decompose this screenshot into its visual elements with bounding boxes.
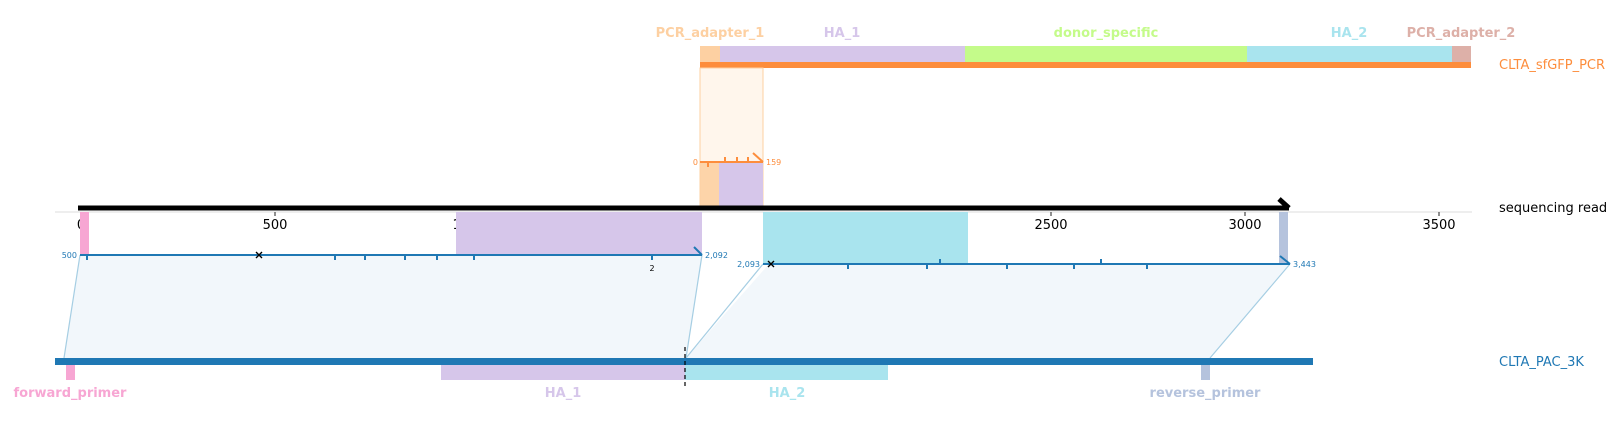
top-target-bar: [700, 62, 1471, 68]
read-feature-pcr-adapter-1: [700, 162, 719, 208]
projection-edge: [685, 254, 703, 359]
target-label-top: CLTA_sfGFP_PCR: [1499, 58, 1605, 73]
top-alignment-end-label: 159: [766, 158, 781, 167]
feature-label-ha-1-bottom: HA_1: [545, 386, 582, 401]
bottom-alignment-2-start-label: 2,093: [737, 260, 760, 269]
deletion-marker: [255, 251, 263, 259]
feature-label-ha-2-top: HA_2: [1331, 26, 1368, 41]
feature-bar-donor-specific: [965, 46, 1247, 62]
bottom-alignment-1-insertion-label: 2: [649, 264, 654, 273]
bottom-alignment-2: 2,093 3,443: [685, 255, 1316, 359]
target-label-read: sequencing read: [1499, 201, 1607, 216]
top-alignment: 0 159: [693, 67, 781, 209]
feature-label-donor-specific: donor_specific: [1054, 26, 1159, 41]
read-features-bottom: [80, 212, 1288, 263]
bottom-alignment-2-end-hook: [1279, 255, 1291, 265]
feature-label-pcr-adapter-1: PCR_adapter_1: [656, 26, 765, 41]
read-feature-ha-1-bottom: [456, 212, 702, 254]
feature-label-reverse-primer: reverse_primer: [1150, 386, 1262, 401]
feature-label-pcr-adapter-2: PCR_adapter_2: [1407, 26, 1516, 41]
top-target-features: PCR_adapter_1 HA_1 donor_specific HA_2 P…: [656, 26, 1605, 73]
top-alignment-end-hook: [752, 152, 764, 163]
feature-label-ha-2-bottom: HA_2: [769, 386, 806, 401]
bottom-alignment-2-end-label: 3,443: [1293, 260, 1316, 269]
read-feature-ha-2-bottom: [763, 212, 968, 263]
feature-bar-pcr-adapter-2: [1452, 46, 1471, 62]
read-end-hook: [1277, 197, 1291, 210]
feature-bar-ha-2-bottom: [685, 365, 888, 380]
bottom-alignment-1-projection: [64, 255, 702, 358]
bottom-alignment-1-end-hook: [693, 246, 703, 256]
top-alignment-start-label: 0: [693, 158, 698, 167]
bottom-alignment-1-start-label: 500: [62, 251, 77, 260]
projection-edge: [1209, 263, 1291, 359]
bottom-target-bar: [55, 358, 1313, 365]
target-label-bottom: CLTA_PAC_3K: [1499, 355, 1584, 370]
x-tick-label-500: 500: [263, 218, 288, 233]
bottom-alignment-1-end-label: 2,092: [705, 251, 728, 260]
feature-label-ha-1-top: HA_1: [824, 26, 861, 41]
projection-edge: [685, 263, 764, 359]
feature-bar-ha-1-bottom: [441, 365, 685, 380]
x-tick-label-3500: 3500: [1422, 218, 1455, 233]
read-feature-ha-1-top: [719, 162, 763, 208]
bottom-target: forward_primer HA_1 HA_2 reverse_primer …: [14, 347, 1584, 401]
feature-bar-ha-2-top: [1247, 46, 1452, 62]
feature-label-forward-primer: forward_primer: [14, 386, 128, 401]
bottom-alignment-2-mismatches: [767, 259, 1148, 269]
bottom-alignment-1: 500 2,092 2: [62, 246, 728, 359]
read-feature-reverse-primer: [1279, 212, 1288, 263]
projection-edge: [63, 254, 81, 359]
feature-bar-ha-1-top: [720, 46, 965, 62]
deletion-marker: [767, 260, 775, 268]
read-feature-forward-primer: [80, 212, 89, 254]
feature-bar-forward-primer: [66, 365, 75, 380]
feature-bar-reverse-primer: [1201, 365, 1210, 380]
x-tick-label-3000: 3000: [1228, 218, 1261, 233]
bottom-alignment-1-mismatches: [86, 251, 653, 260]
feature-bar-pcr-adapter-1: [700, 46, 720, 62]
x-tick-label-2500: 2500: [1034, 218, 1067, 233]
bottom-alignment-2-projection: [686, 264, 1290, 358]
